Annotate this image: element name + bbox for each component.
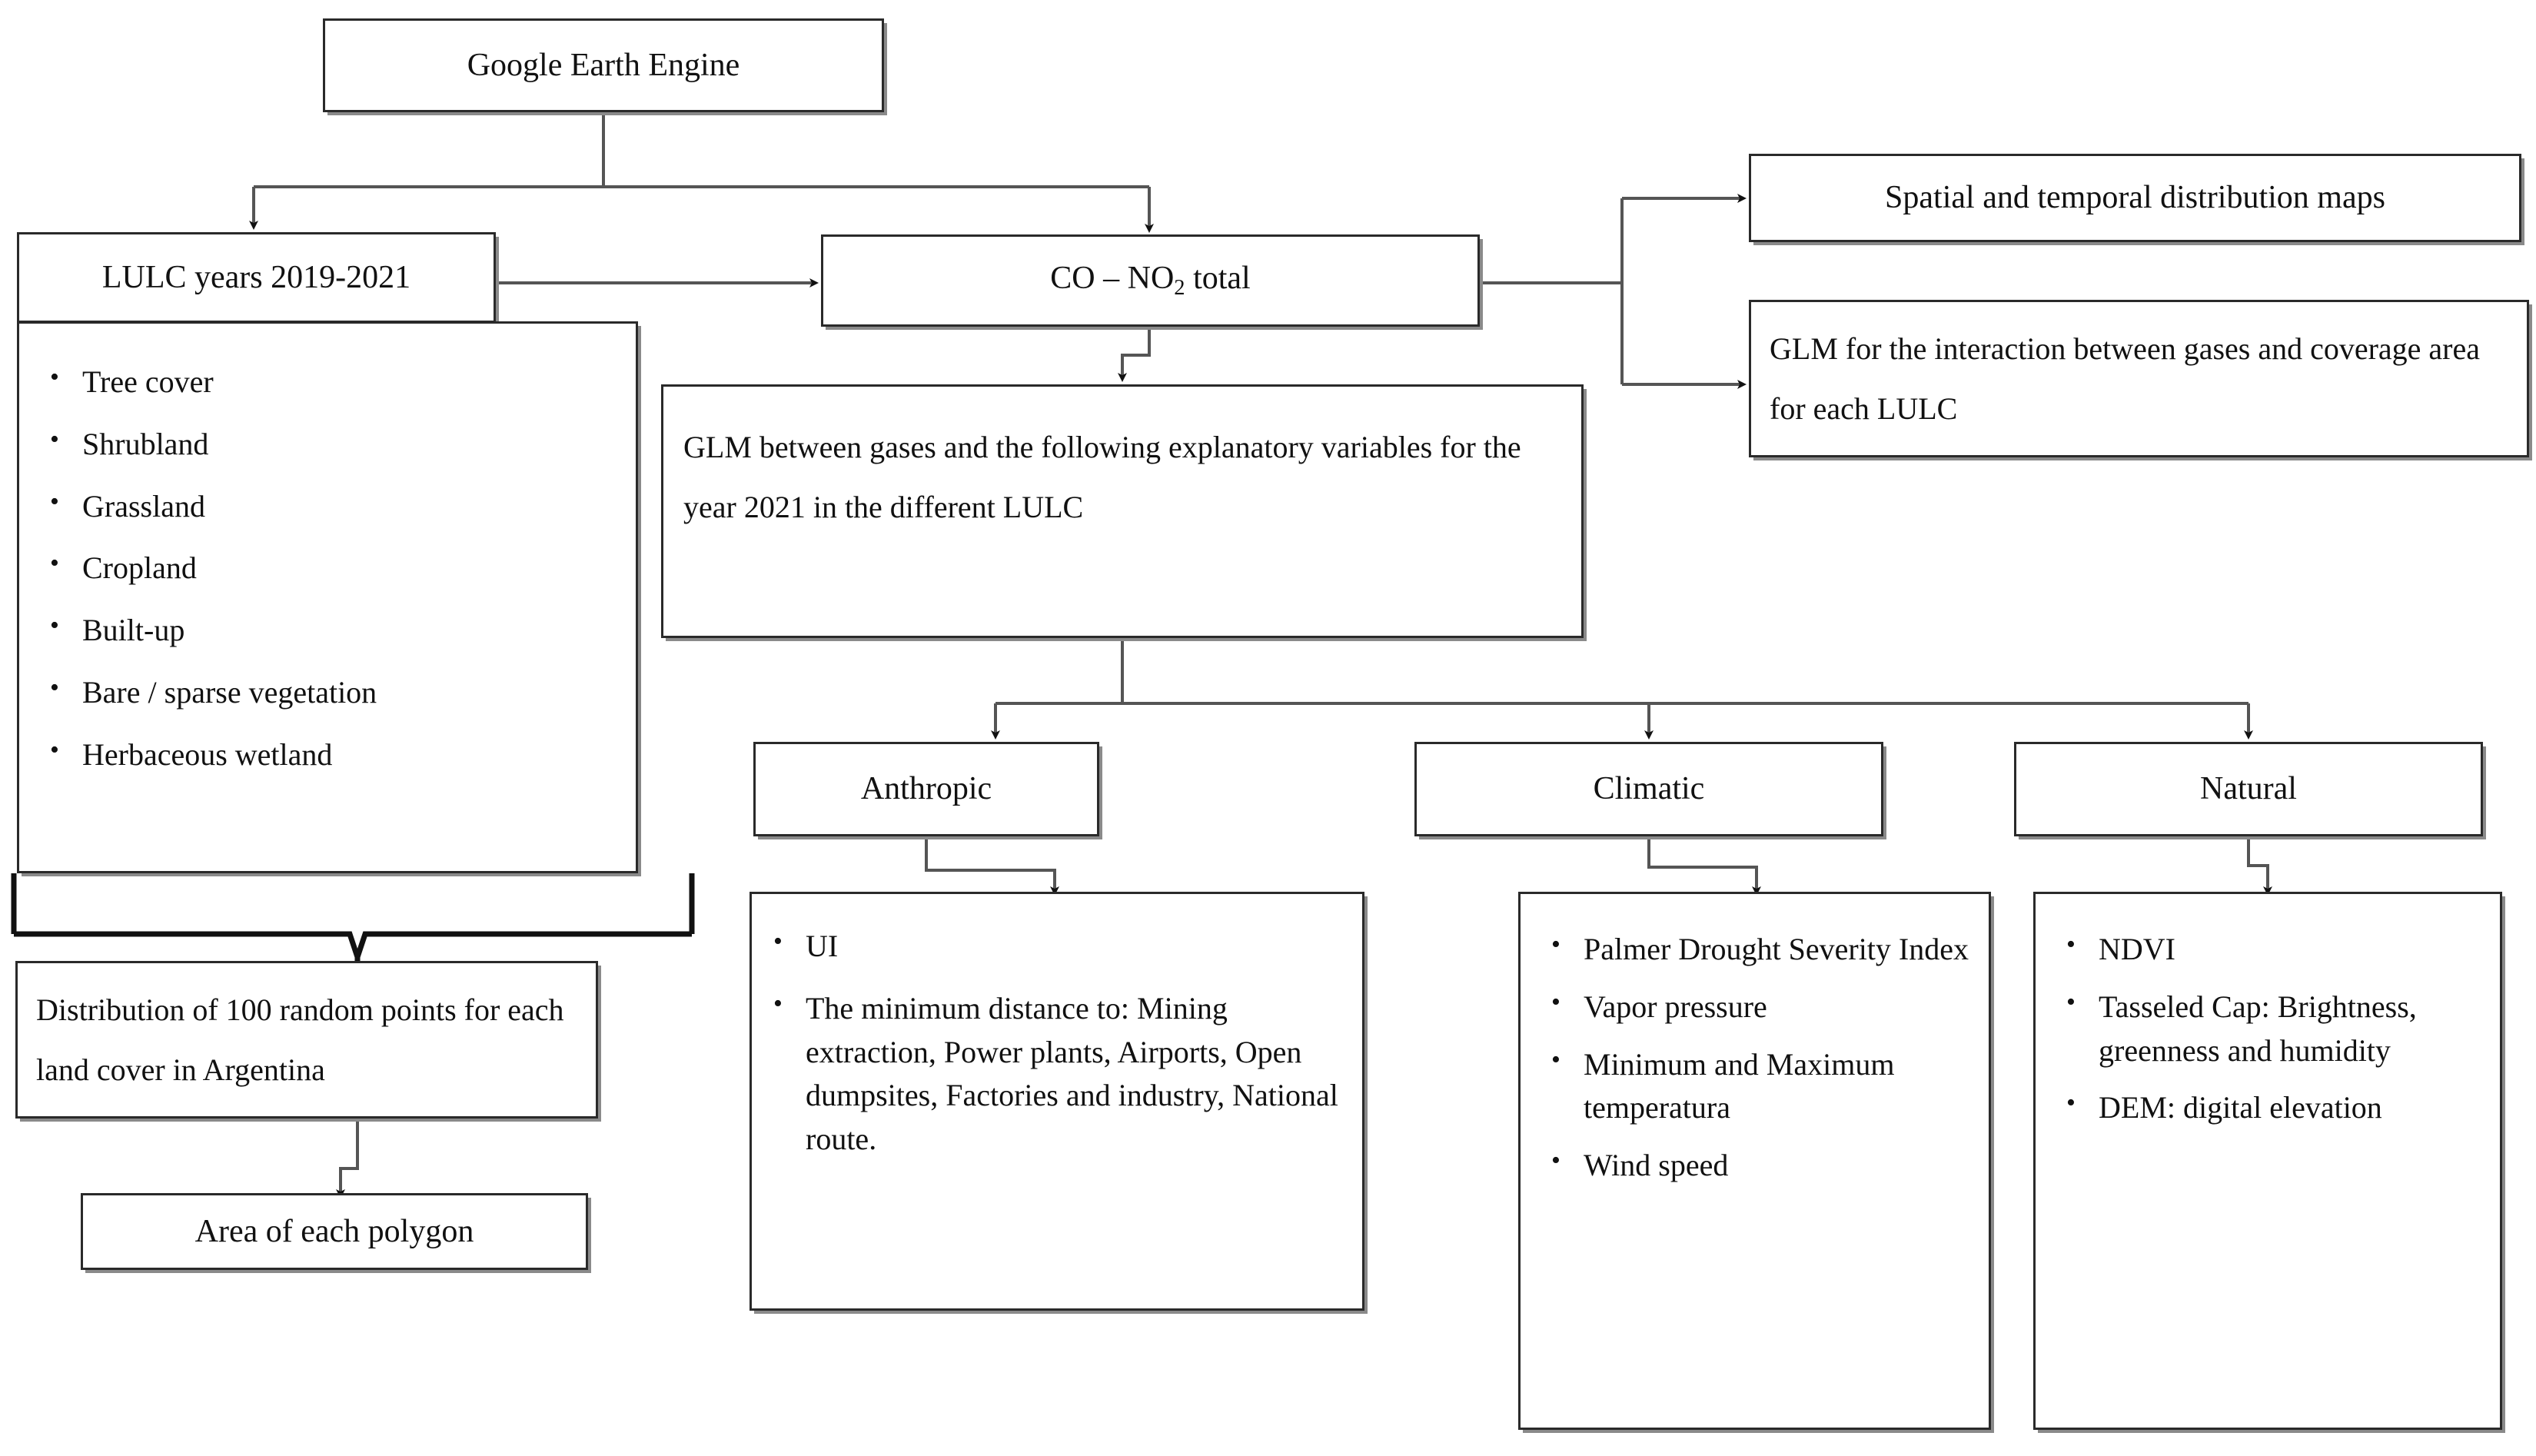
node-anthropic[interactable]: Anthropic bbox=[753, 742, 1099, 836]
list-item: Vapor pressure bbox=[1541, 984, 1973, 1029]
node-distribution-points[interactable]: Distribution of 100 random points for ea… bbox=[15, 961, 598, 1119]
natural-label: Natural bbox=[2200, 771, 2297, 807]
node-natural[interactable]: Natural bbox=[2014, 742, 2483, 836]
list-item: Wind speed bbox=[1541, 1142, 1973, 1188]
node-lulc-classes[interactable]: Tree cover Shrubland Grassland Cropland … bbox=[17, 321, 638, 873]
wire-distribution-to-area bbox=[336, 1119, 359, 1198]
google-earth-engine-label: Google Earth Engine bbox=[467, 47, 740, 83]
gas-label-subscript: 2 bbox=[1174, 276, 1185, 300]
node-lulc-years[interactable]: LULC years 2019-2021 bbox=[17, 232, 496, 323]
area-of-polygon-label: Area of each polygon bbox=[194, 1213, 474, 1249]
list-item: Cropland bbox=[39, 545, 616, 590]
node-climatic[interactable]: Climatic bbox=[1414, 742, 1883, 836]
list-item: Herbaceous wetland bbox=[39, 732, 616, 777]
list-item: The minimum distance to: Mining extracti… bbox=[763, 986, 1345, 1162]
list-item: Built-up bbox=[39, 607, 616, 653]
node-climatic-variables[interactable]: Palmer Drought Severity Index Vapor pres… bbox=[1518, 892, 1991, 1430]
list-item: DEM: digital elevation bbox=[2056, 1085, 2484, 1130]
brace-bottom bbox=[14, 931, 692, 966]
distribution-points-label: Distribution of 100 random points for ea… bbox=[36, 992, 564, 1087]
lulc-classes-list: Tree cover Shrubland Grassland Cropland … bbox=[39, 359, 616, 777]
spatial-maps-label: Spatial and temporal distribution maps bbox=[1885, 180, 2385, 216]
list-item: Shrubland bbox=[39, 421, 616, 467]
list-item: Tree cover bbox=[39, 359, 616, 404]
node-natural-variables[interactable]: NDVI Tasseled Cap: Brightness, greenness… bbox=[2033, 892, 2502, 1430]
list-item: NDVI bbox=[2056, 926, 2484, 972]
list-item: Bare / sparse vegetation bbox=[39, 670, 616, 715]
list-item: Minimum and Maximum temperatura bbox=[1541, 1042, 1973, 1131]
natural-variables-list: NDVI Tasseled Cap: Brightness, greenness… bbox=[2056, 926, 2484, 1130]
list-item: Palmer Drought Severity Index bbox=[1541, 926, 1973, 972]
node-glm-variables[interactable]: GLM between gases and the following expl… bbox=[661, 384, 1584, 638]
co-no2-total-label: CO – NO2 total bbox=[823, 261, 1477, 300]
node-google-earth-engine[interactable]: Google Earth Engine bbox=[323, 18, 884, 112]
node-anthropic-variables[interactable]: UI The minimum distance to: Mining extra… bbox=[749, 892, 1364, 1311]
climatic-label: Climatic bbox=[1593, 771, 1705, 807]
lulc-years-label: LULC years 2019-2021 bbox=[101, 259, 411, 295]
wire-gases-to-glm-variables bbox=[1118, 327, 1151, 382]
wire-anthropic-to-list bbox=[925, 836, 1059, 896]
node-co-no2-total[interactable]: CO – NO2 total bbox=[821, 234, 1480, 327]
anthropic-variables-list: UI The minimum distance to: Mining extra… bbox=[763, 923, 1345, 1162]
list-item: Grassland bbox=[39, 484, 616, 529]
gas-label-part1: CO – NO bbox=[1050, 261, 1175, 297]
node-glm-interaction[interactable]: GLM for the interaction between gases an… bbox=[1749, 300, 2529, 457]
node-spatial-temporal-maps[interactable]: Spatial and temporal distribution maps bbox=[1749, 154, 2521, 242]
glm-interaction-label: GLM for the interaction between gases an… bbox=[1770, 331, 2481, 426]
wire-natural-to-list bbox=[2247, 836, 2272, 896]
gas-label-part2: total bbox=[1185, 261, 1251, 297]
climatic-variables-list: Palmer Drought Severity Index Vapor pres… bbox=[1541, 926, 1973, 1188]
glm-variables-label: GLM between gases and the following expl… bbox=[683, 430, 1521, 524]
anthropic-label: Anthropic bbox=[860, 771, 992, 807]
list-item: Tasseled Cap: Brightness, greenness and … bbox=[2056, 984, 2484, 1073]
node-area-of-polygon[interactable]: Area of each polygon bbox=[81, 1193, 588, 1270]
wire-climatic-to-list bbox=[1647, 836, 1761, 896]
list-item: UI bbox=[763, 923, 1345, 969]
